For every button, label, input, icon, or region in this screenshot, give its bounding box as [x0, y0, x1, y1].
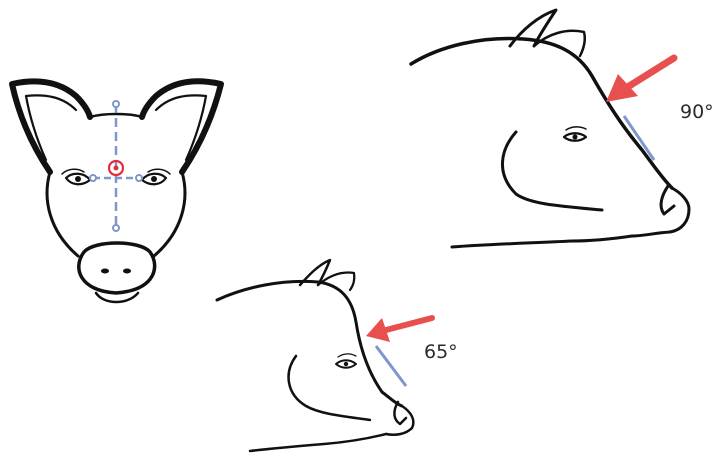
arrow-small — [366, 318, 432, 342]
angle-label-65: 65° — [424, 341, 458, 363]
forehead-target-guide — [90, 101, 142, 231]
angle-guide-large — [624, 116, 654, 160]
pig-head-profile-large — [411, 10, 689, 247]
arrow-large — [606, 58, 674, 102]
angle-guide-small — [376, 346, 406, 386]
angle-label-90: 90° — [680, 101, 714, 123]
